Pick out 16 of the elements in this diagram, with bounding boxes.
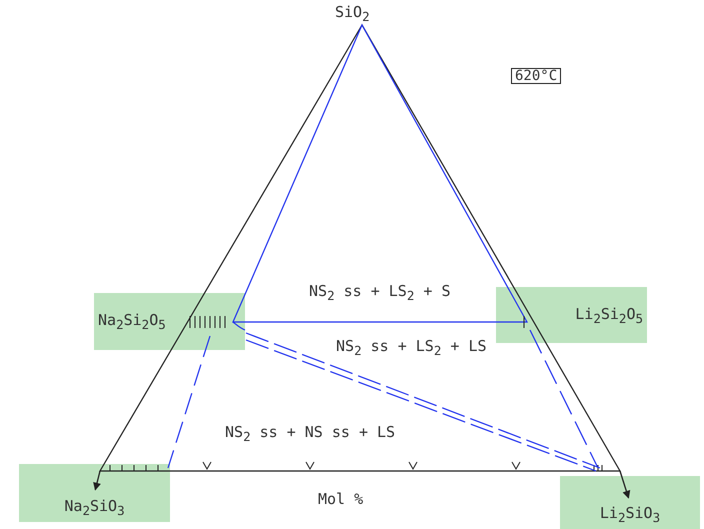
compound-box (496, 287, 647, 343)
temperature-label: 620°C (511, 68, 562, 84)
vertex-label: SiO$_{2}$ (335, 3, 370, 24)
compound-name: Na$_{2}$SiO$_{3}$ (64, 497, 125, 518)
compound-box (560, 476, 700, 529)
compound-name: Li$_{2}$SiO$_{3}$ (600, 504, 660, 525)
axis-label: Mol % (318, 490, 364, 508)
phase-region-label: NS$_{2}$ ss + LS$_{2}$ + LS (336, 337, 487, 358)
leader-arrow (93, 470, 101, 491)
compound-box (19, 464, 170, 522)
compound-box (94, 293, 245, 350)
phase-region-label: NS$_{2}$ ss + NS ss + LS (225, 423, 396, 444)
compound-name: Li$_{2}$Si$_{2}$O$_{5}$ (575, 304, 643, 326)
phase-region-label: NS$_{2}$ ss + LS$_{2}$ + S (309, 282, 450, 303)
leader-arrow (619, 470, 630, 499)
compound-name: Na$_{2}$Si$_{2}$O$_{5}$ (98, 311, 166, 332)
